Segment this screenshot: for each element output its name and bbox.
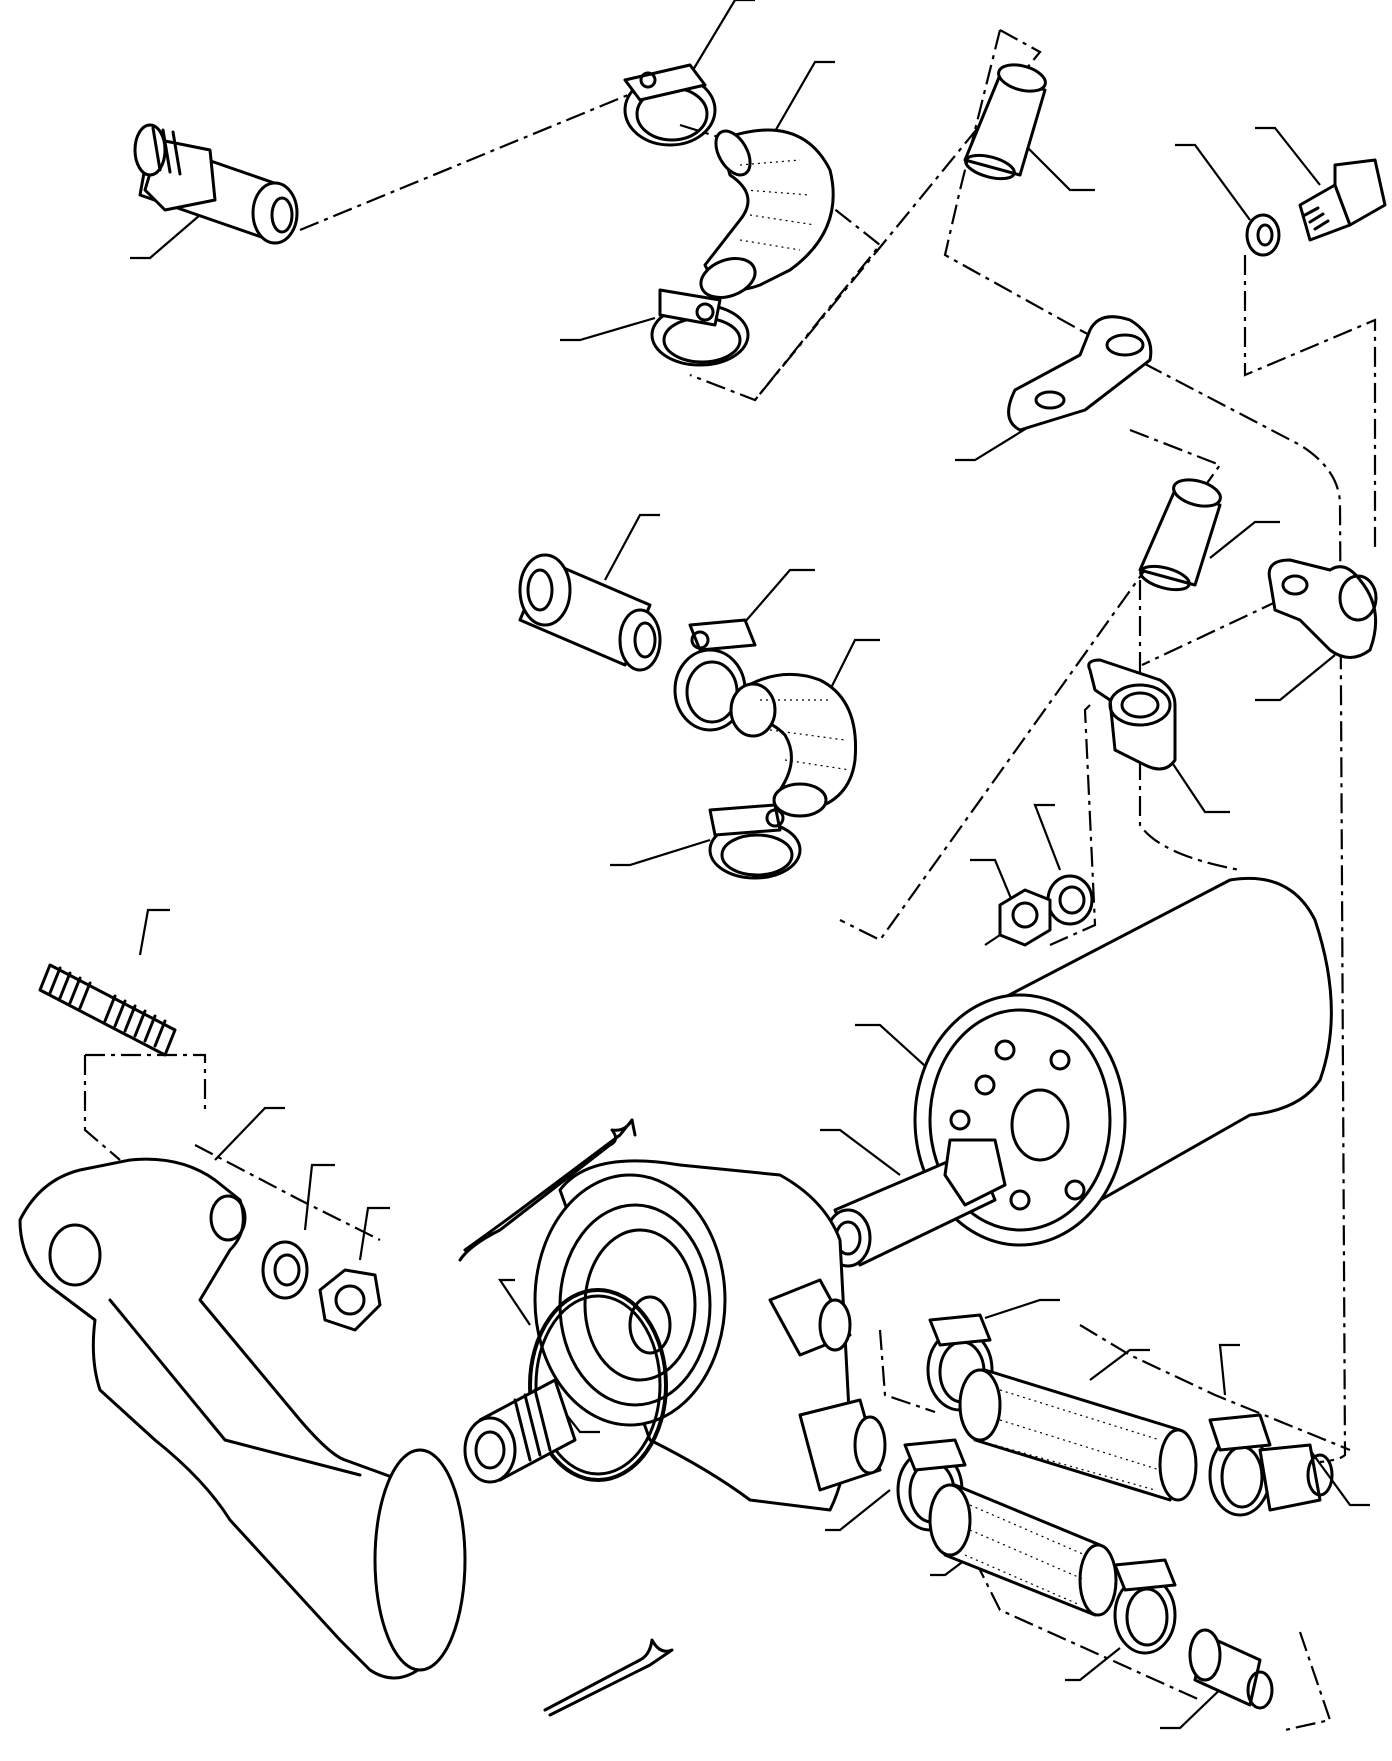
assembly-line bbox=[194, 1144, 381, 1241]
bracket-tick bbox=[630, 1118, 637, 1137]
leader-line bbox=[130, 214, 201, 260]
curved-rubber-hose-middle bbox=[729, 672, 858, 818]
small-pipe-clip bbox=[1087, 658, 1177, 771]
threaded-connector-pipe bbox=[133, 123, 299, 245]
assembly-brackets bbox=[458, 1118, 674, 1717]
straight-rubber-hose-lower bbox=[928, 1483, 1118, 1617]
p-clip-bracket-upper bbox=[1007, 315, 1153, 432]
p-clip-bracket-right bbox=[1267, 558, 1378, 659]
leader-line bbox=[769, 60, 835, 141]
pipe-fitting-middle bbox=[518, 553, 662, 672]
leader-line bbox=[1255, 654, 1336, 702]
leader-line bbox=[855, 1023, 936, 1076]
hose-clamp-top-lower bbox=[650, 288, 750, 367]
assembly-line bbox=[1141, 599, 1281, 666]
leader-line bbox=[303, 1163, 335, 1231]
curved-rubber-hose-top bbox=[699, 128, 835, 299]
washer-top-right bbox=[1245, 213, 1281, 257]
assembly-line bbox=[943, 29, 1081, 331]
hex-nut-middle bbox=[998, 888, 1052, 947]
leader-line bbox=[689, 0, 755, 76]
leader-line bbox=[825, 1489, 891, 1532]
threaded-spigot bbox=[463, 1378, 577, 1484]
assembly-line bbox=[878, 1329, 936, 1414]
washer-middle bbox=[1046, 874, 1094, 926]
assembly-line bbox=[1138, 580, 1241, 872]
hose-clamp-middle-lower bbox=[708, 803, 802, 880]
assembly-line bbox=[1049, 704, 1097, 947]
block-outlet-upper bbox=[768, 1278, 852, 1357]
leader-line bbox=[138, 908, 170, 956]
assembly-line bbox=[83, 1055, 121, 1161]
leader-line bbox=[1019, 139, 1095, 192]
assembly-line bbox=[839, 428, 1222, 942]
leader-line bbox=[1309, 1449, 1370, 1507]
assembly-line bbox=[754, 29, 1042, 401]
leader-line bbox=[1089, 1348, 1150, 1381]
leader-line bbox=[1175, 143, 1251, 221]
assembly-line bbox=[1079, 1324, 1351, 1452]
leader-lines bbox=[130, 0, 1370, 1730]
pipe-sleeve-top bbox=[963, 63, 1047, 181]
block-outlet-lower bbox=[798, 1398, 887, 1492]
leader-line bbox=[1209, 520, 1280, 559]
leader-line bbox=[560, 316, 656, 342]
hose-clamp-top bbox=[623, 63, 717, 147]
flanged-elbow-pipe bbox=[18, 1157, 467, 1680]
leader-line bbox=[984, 1298, 1060, 1320]
leader-line bbox=[820, 1128, 901, 1176]
leader-line bbox=[1160, 1679, 1231, 1730]
hose-clamp-lower-4 bbox=[1113, 1558, 1177, 1655]
leader-line bbox=[724, 568, 815, 646]
leader-line bbox=[1218, 1343, 1240, 1396]
assembly-line bbox=[1079, 329, 1347, 1464]
filter-nipple bbox=[824, 1138, 1007, 1268]
hose-clamp-lower-2 bbox=[1208, 1413, 1272, 1517]
hex-bolt bbox=[1298, 158, 1387, 242]
leader-line bbox=[1033, 803, 1062, 871]
straight-rubber-hose-upper bbox=[958, 1368, 1198, 1502]
leader-line bbox=[610, 838, 711, 867]
pipe-sleeve-middle bbox=[1138, 478, 1222, 592]
leader-line bbox=[497, 1278, 531, 1326]
assembly-line bbox=[1284, 1631, 1332, 1732]
assembly-line bbox=[299, 88, 641, 232]
assembly-line bbox=[85, 1053, 207, 1110]
pipe-sleeve-lower bbox=[1188, 1628, 1274, 1710]
leader-line bbox=[1164, 751, 1230, 814]
assembly-line bbox=[1243, 255, 1377, 548]
o-ring-seal bbox=[528, 1288, 668, 1482]
leader-line bbox=[358, 1206, 390, 1261]
leader-line bbox=[604, 513, 660, 581]
stud-bolt bbox=[38, 963, 177, 1057]
assembly-line bbox=[974, 1559, 1201, 1702]
leader-line bbox=[955, 419, 1041, 462]
assembly-lines bbox=[83, 29, 1377, 1732]
hex-nut-left bbox=[318, 1268, 382, 1332]
leader-line bbox=[214, 1106, 285, 1161]
bracket-lower bbox=[543, 1638, 674, 1717]
pipe-sleeve-lower-right bbox=[1258, 1443, 1334, 1512]
leader-line bbox=[1255, 126, 1321, 186]
bracket-upper bbox=[458, 1118, 634, 1262]
washer-left bbox=[261, 1240, 309, 1300]
